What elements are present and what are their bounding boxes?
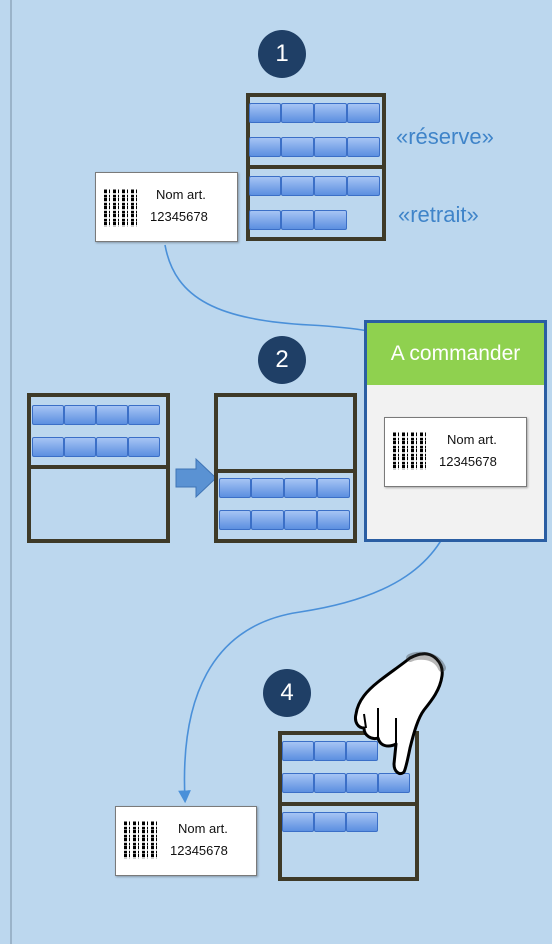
box [317,510,350,530]
step-1-number: 1 [275,40,289,67]
box [96,437,128,457]
datamatrix-icon [393,432,427,470]
step-4-badge: 4 [263,669,311,717]
box [314,103,347,123]
ticket-step-4: Nom art. 12345678 [115,806,257,876]
shelf-divider [250,165,382,169]
box-row [219,510,350,530]
step-2-number: 2 [275,346,289,373]
box [378,773,410,793]
box [314,741,346,761]
box [314,773,346,793]
box-row [282,741,378,761]
ticket-number: 12345678 [150,209,208,224]
box [64,405,96,425]
box [251,510,284,530]
datamatrix-icon [124,821,158,859]
box [314,812,346,832]
box [346,812,378,832]
box [281,210,314,230]
ticket-order: Nom art. 12345678 [384,417,527,487]
ticket-name: Nom art. [447,432,497,447]
shelf-step-4 [278,731,419,881]
retrait-label: «retrait» [398,202,479,227]
datamatrix-icon [104,189,138,227]
shelf-divider [282,802,415,806]
order-panel-title: A commander [367,323,544,385]
shelf-step-2-after [214,393,357,543]
box [32,437,64,457]
box [282,773,314,793]
ticket-name: Nom art. [178,821,228,836]
box [32,405,64,425]
box-row [32,437,160,457]
box [282,741,314,761]
box [317,478,350,498]
box [347,137,380,157]
box [314,137,347,157]
step-2-badge: 2 [258,336,306,384]
box [281,176,314,196]
box [128,405,160,425]
ticket-number: 12345678 [439,454,497,469]
box [284,510,317,530]
box [284,478,317,498]
box-row [249,210,347,230]
box [347,176,380,196]
reserve-label: «réserve» [396,124,494,149]
box [314,210,347,230]
box-row [282,812,378,832]
box [96,405,128,425]
box [346,741,378,761]
shelf-step-2-before [27,393,170,543]
ticket-step-1: Nom art. 12345678 [95,172,238,242]
box [282,812,314,832]
ticket-name: Nom art. [156,187,206,202]
connector-order-to-ticket [178,487,459,804]
box [281,103,314,123]
box [128,437,160,457]
shelf-step-1 [246,93,386,241]
step-4-number: 4 [280,679,294,706]
box [249,103,281,123]
box [314,176,347,196]
box [249,137,281,157]
box [251,478,284,498]
box [281,137,314,157]
box [249,210,281,230]
box-row [32,405,160,425]
box-row [282,773,410,793]
box [219,478,251,498]
page-border [0,0,12,944]
box-row [249,176,380,196]
box-row [249,103,380,123]
step-1-badge: 1 [258,30,306,78]
shelf-divider [218,469,353,473]
box-row [249,137,380,157]
box-row [219,478,350,498]
ticket-number: 12345678 [170,843,228,858]
box [249,176,281,196]
shelf-divider [31,465,166,469]
box [346,773,378,793]
pointing-hand-icon [354,651,446,776]
box [64,437,96,457]
box [219,510,251,530]
box [347,103,380,123]
right-arrow-icon [175,457,217,499]
